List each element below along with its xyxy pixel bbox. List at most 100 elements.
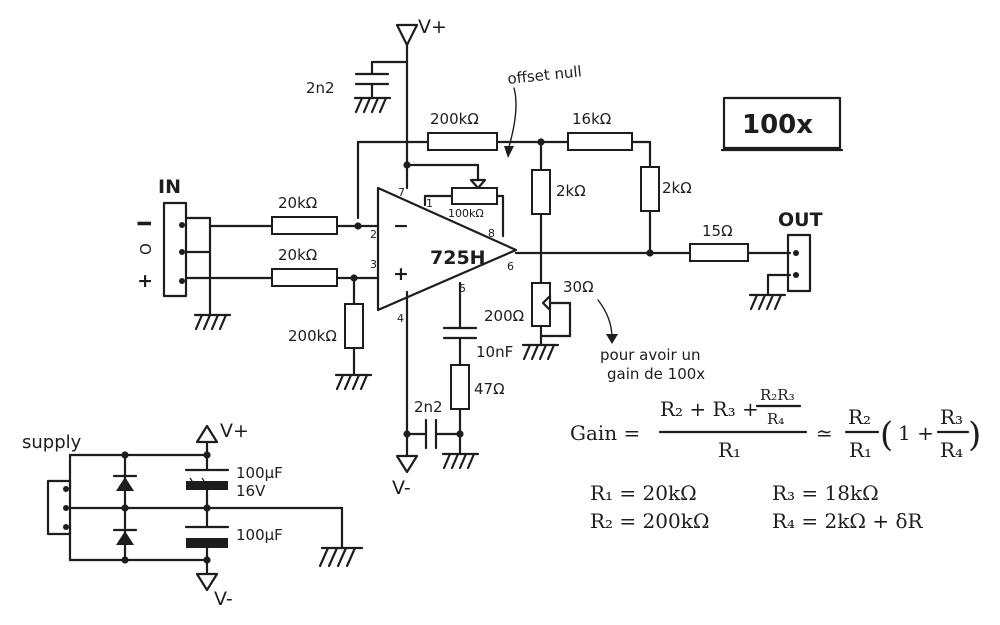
resistor-200k-ground [344, 303, 364, 349]
noninverting-sign: + [393, 263, 409, 285]
supply-label: supply [22, 432, 82, 453]
terminal-dot [63, 505, 69, 511]
vminus-supply-label: V- [214, 588, 233, 610]
junction-dot [403, 161, 411, 169]
terminal-dot [179, 222, 185, 228]
junction-dot [203, 504, 211, 512]
junction-dot [203, 556, 211, 564]
junction-dot [121, 451, 129, 459]
pin-5-label: 5 [459, 282, 466, 295]
potentiometer-100k-label: 100kΩ [448, 207, 484, 220]
ground-symbol [318, 546, 364, 568]
gain-numerator-frac-bottom: R₄ [767, 410, 784, 428]
terminal-dot [793, 250, 799, 256]
approx-denominator: R₁ [849, 438, 872, 462]
resistor-20k-b-label: 20kΩ [278, 246, 317, 264]
paren-open: ( [880, 415, 893, 455]
ground-symbol [748, 293, 787, 311]
junction-dot [537, 138, 545, 146]
ground-symbol [334, 373, 373, 391]
output-wires [514, 251, 792, 297]
ground-symbol [521, 343, 560, 361]
approx-sign: ≃ [816, 421, 833, 445]
junction-dot [350, 274, 358, 282]
capacitor-voltage-label: 16V [236, 482, 266, 500]
resistor-200k-ground-label: 200kΩ [288, 327, 337, 345]
approx-numerator: R₂ [848, 405, 871, 429]
resistor-20k-a [271, 216, 338, 235]
resistor-2k-a-label: 2kΩ [556, 182, 586, 200]
gain-word: Gain = [570, 421, 640, 445]
capacitor-2n2-top-label: 2n2 [306, 79, 335, 97]
resistor-15-label: 15Ω [702, 222, 733, 240]
vminus-rail [395, 290, 419, 474]
ground-symbol [441, 452, 480, 470]
junction-dot [121, 504, 129, 512]
diode-lower [112, 528, 138, 545]
opamp-725h [376, 186, 518, 312]
capacitor-2n2-top [354, 60, 409, 100]
junction-dot [646, 249, 654, 257]
pin-3-label: 3 [370, 258, 377, 271]
capacitor-10n-label: 10nF [476, 343, 513, 361]
pin-8-label: 8 [488, 227, 495, 240]
capacitor-2n2-bottom [405, 418, 462, 450]
junction-dot [121, 556, 129, 564]
input-connector [162, 201, 188, 298]
pin-6-label: 6 [507, 260, 514, 273]
note-line-1: pour avoir un [600, 346, 701, 364]
value-r1: R₁ = 20kΩ [590, 481, 697, 505]
vplus-top-label: V+ [418, 16, 447, 38]
gain-numerator-main: R₂ + R₃ + [660, 397, 759, 421]
offset-null-arrow [507, 87, 517, 151]
vminus-supply-terminal [195, 572, 219, 592]
resistor-2k-b [640, 166, 660, 212]
one-plus: 1 + [898, 421, 934, 445]
inner-denominator: R₄ [940, 438, 963, 462]
gain-numerator-frac-top: R₂R₃ [760, 386, 795, 404]
feedback-wires [356, 140, 652, 285]
resistor-2k-a [531, 169, 551, 215]
electrolytic-capacitor-b [184, 525, 230, 548]
pin-2-label: 2 [370, 228, 377, 241]
terminal-dot [179, 278, 185, 284]
vplus-supply-label: V+ [220, 420, 249, 442]
ground-symbol [193, 313, 232, 331]
input-label: IN [158, 176, 181, 198]
resistor-200k-feedback-label: 200kΩ [430, 110, 479, 128]
opamp-label: 725H [430, 247, 486, 269]
junction-dot [456, 430, 464, 438]
capacitor-2n2-bottom-label: 2n2 [414, 398, 443, 416]
gain-box-label: 100x [742, 110, 813, 140]
inner-numerator: R₃ [940, 405, 963, 429]
input-minus-label: I [134, 220, 156, 227]
pin-7-label: 7 [398, 186, 405, 199]
resistor-200-label: 200Ω [484, 307, 524, 325]
gain-box [722, 96, 842, 150]
output-label: OUT [778, 209, 823, 231]
potentiometer-30 [539, 294, 572, 347]
vplus-supply-terminal [195, 424, 219, 444]
capacitor-100u-a-label: 100µF [236, 464, 283, 482]
terminal-dot [63, 486, 69, 492]
diode-upper [112, 474, 138, 491]
vminus-mid-label: V- [392, 477, 411, 499]
arrow-head-icon [606, 334, 618, 344]
terminal-dot [179, 249, 185, 255]
capacitor-100u-b-label: 100µF [236, 526, 283, 544]
resistor-47-label: 47Ω [474, 380, 505, 398]
input-plus-label: + [134, 273, 156, 289]
note-arrow [597, 299, 613, 339]
resistor-15 [689, 243, 749, 262]
resistor-20k-a-label: 20kΩ [278, 194, 317, 212]
input-wires [184, 216, 380, 377]
pin-1-label: 1 [426, 197, 433, 210]
gain-denominator: R₁ [718, 438, 741, 462]
resistor-20k-b [271, 268, 338, 287]
junction-dot [354, 222, 362, 230]
terminal-dot [63, 524, 69, 530]
arrow-head-icon [504, 146, 514, 158]
junction-dot [203, 451, 211, 459]
